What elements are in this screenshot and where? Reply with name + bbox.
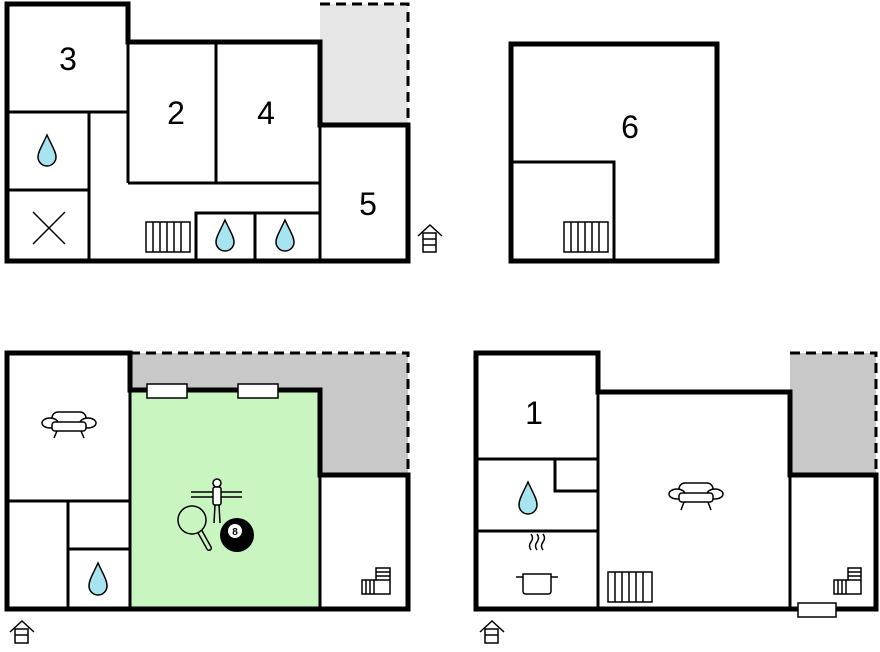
svg-text:8: 8 [232,527,238,538]
terrace-bottom-left [130,353,408,473]
terrace-outline [790,351,878,474]
water-drop-icon [215,218,235,252]
water-drop-icon [37,133,57,167]
wall [511,160,616,261]
water-drop-icon [275,218,295,252]
cooking-pot-icon [516,533,558,595]
room-number: 2 [167,95,185,131]
plan-top-right: 6 [508,41,720,264]
room-number: 1 [525,395,543,431]
room-number: 5 [359,186,377,222]
stairs-icon [361,567,391,595]
room-number: 3 [59,41,77,77]
billiard-ball-icon: 8 [220,518,254,552]
window [146,383,188,399]
plan-top-left: 3 2 4 5 [4,1,443,264]
entrance-icon [479,619,505,644]
wall [553,459,598,493]
wall [194,211,320,261]
room-number: 4 [257,95,275,131]
radiator-icon [145,221,191,253]
water-drop-icon [518,480,538,515]
terrace-outline [320,2,410,125]
room-number: 6 [621,109,639,145]
radiator-icon [563,221,609,253]
plan-bottom-left: 8 [4,350,411,644]
sofa-icon [41,411,97,439]
radiator-icon [607,571,653,603]
water-drop-icon [88,561,108,596]
game-room [131,391,319,609]
terrace-top-left [320,4,408,125]
window [797,602,837,618]
sofa-icon [668,482,724,511]
entrance-icon [417,223,443,253]
terrace-bottom-right [790,353,876,474]
entrance-icon [9,619,35,644]
stairs-icon [833,567,862,595]
terrace-outline [130,351,410,473]
ping-pong-paddle-icon [177,505,212,551]
foosball-icon [191,478,242,524]
toilet-x-icon [32,211,66,245]
plan-bottom-right: 1 [473,350,879,644]
window [237,383,279,399]
